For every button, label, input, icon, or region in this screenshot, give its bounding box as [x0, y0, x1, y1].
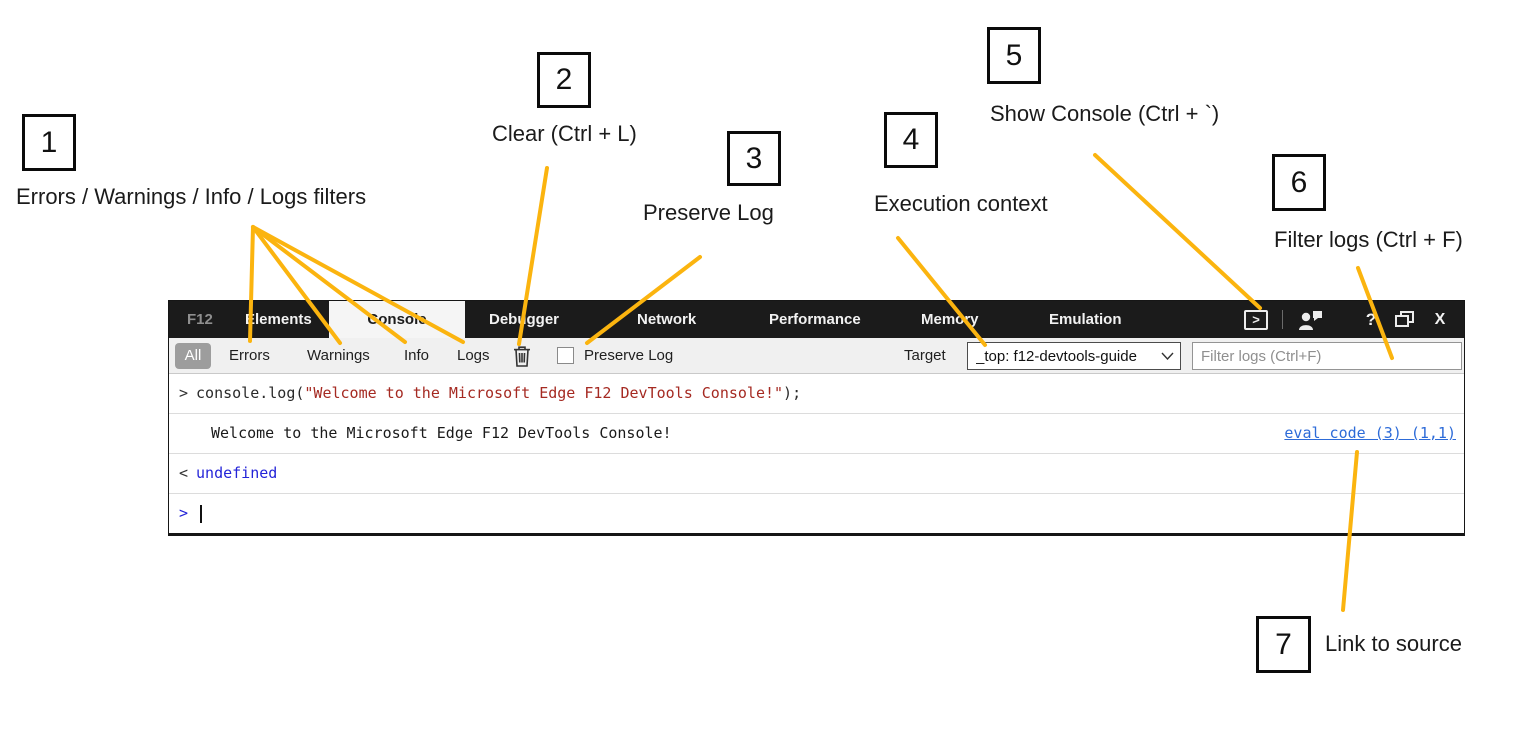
- console-echo-row: > console.log("Welcome to the Microsoft E…: [169, 374, 1464, 414]
- callout-label-filters: Errors / Warnings / Info / Logs filters: [16, 184, 367, 209]
- callout-box-7: 7: [1256, 616, 1311, 673]
- callout-label-show-console: Show Console (Ctrl + `): [990, 101, 1220, 126]
- console-prompt-row[interactable]: >: [169, 494, 1464, 534]
- callout-number: 5: [1005, 38, 1023, 72]
- callout-box-1: 1: [22, 114, 76, 171]
- execution-context-dropdown[interactable]: _top: f12-devtools-guide: [967, 342, 1181, 370]
- callout-box-4: 4: [884, 112, 938, 168]
- callout-number: 6: [1290, 165, 1308, 199]
- callout-number: 2: [555, 63, 573, 96]
- source-link[interactable]: eval code (3) (1,1): [1284, 424, 1456, 442]
- callout-box-6: 6: [1272, 154, 1326, 211]
- callout-label-link-to-source: Link to source: [1325, 631, 1462, 656]
- callout-label-preserve-log: Preserve Log: [643, 200, 774, 225]
- menubar-separator: [1282, 310, 1283, 329]
- filter-info-button[interactable]: Info: [404, 347, 430, 364]
- callout-box-3: 3: [727, 131, 781, 186]
- callout-number: 7: [1275, 627, 1292, 661]
- tab-performance[interactable]: Performance: [769, 311, 861, 328]
- callout-label-execution-context: Execution context: [874, 191, 1048, 216]
- code-close: );: [783, 384, 802, 402]
- prompt-chevron: >: [179, 504, 189, 522]
- result-chevron: <: [179, 464, 189, 482]
- help-icon[interactable]: ?: [1365, 309, 1377, 329]
- tab-emulation[interactable]: Emulation: [1049, 311, 1122, 328]
- filter-errors-button[interactable]: Errors: [229, 347, 270, 364]
- text-cursor: [200, 504, 203, 523]
- close-icon[interactable]: X: [1434, 310, 1446, 328]
- filter-warnings-button[interactable]: Warnings: [307, 347, 370, 364]
- console-output-area: > console.log("Welcome to the Microsoft E…: [169, 374, 1464, 534]
- tab-debugger[interactable]: Debugger: [489, 311, 560, 328]
- result-value: undefined: [196, 464, 278, 482]
- code-string-literal: "Welcome to the Microsoft Edge F12 DevTo…: [304, 384, 784, 402]
- console-toolbar: All Errors Warnings Info Logs Preserve L…: [169, 338, 1464, 374]
- input-echo-chevron: >: [179, 384, 189, 402]
- filter-logs-input[interactable]: [1192, 342, 1462, 370]
- callout-box-5: 5: [987, 27, 1041, 84]
- tab-elements[interactable]: Elements: [245, 311, 312, 328]
- callout-number: 3: [745, 141, 763, 175]
- chevron-down-icon: [1161, 352, 1174, 360]
- unpin-restore-icon[interactable]: [1393, 301, 1417, 338]
- feedback-person-icon[interactable]: [1295, 301, 1325, 338]
- tab-network[interactable]: Network: [637, 311, 697, 328]
- console-result-row: < undefined: [169, 454, 1464, 494]
- preserve-log-label[interactable]: Preserve Log: [584, 347, 674, 364]
- tab-console[interactable]: Console: [329, 301, 465, 338]
- execution-context-value: _top: f12-devtools-guide: [976, 347, 1137, 365]
- tab-memory[interactable]: Memory: [921, 311, 979, 328]
- callout-box-2: 2: [537, 52, 591, 108]
- f12-logo: F12: [187, 311, 213, 328]
- clear-trash-icon[interactable]: [513, 345, 531, 367]
- callout-label-clear: Clear (Ctrl + L): [492, 121, 637, 146]
- filter-all-button[interactable]: All: [175, 343, 211, 369]
- callout-number: 4: [902, 123, 920, 156]
- callout-number: 1: [40, 125, 58, 159]
- show-console-icon[interactable]: >: [1243, 301, 1269, 338]
- callout-label-filter-logs: Filter logs (Ctrl + F): [1274, 227, 1463, 252]
- target-label: Target: [904, 347, 946, 364]
- preserve-log-checkbox[interactable]: [557, 347, 574, 364]
- devtools-menubar: F12 Elements Console Debugger Network Pe…: [169, 301, 1464, 338]
- devtools-window: F12 Elements Console Debugger Network Pe…: [168, 300, 1465, 536]
- leader-line-show-console: [1093, 153, 1262, 310]
- log-message: Welcome to the Microsoft Edge F12 DevToo…: [211, 424, 672, 442]
- filter-logs-button[interactable]: Logs: [457, 347, 490, 364]
- code-function: console.log(: [196, 384, 305, 402]
- console-log-row: Welcome to the Microsoft Edge F12 DevToo…: [169, 414, 1464, 454]
